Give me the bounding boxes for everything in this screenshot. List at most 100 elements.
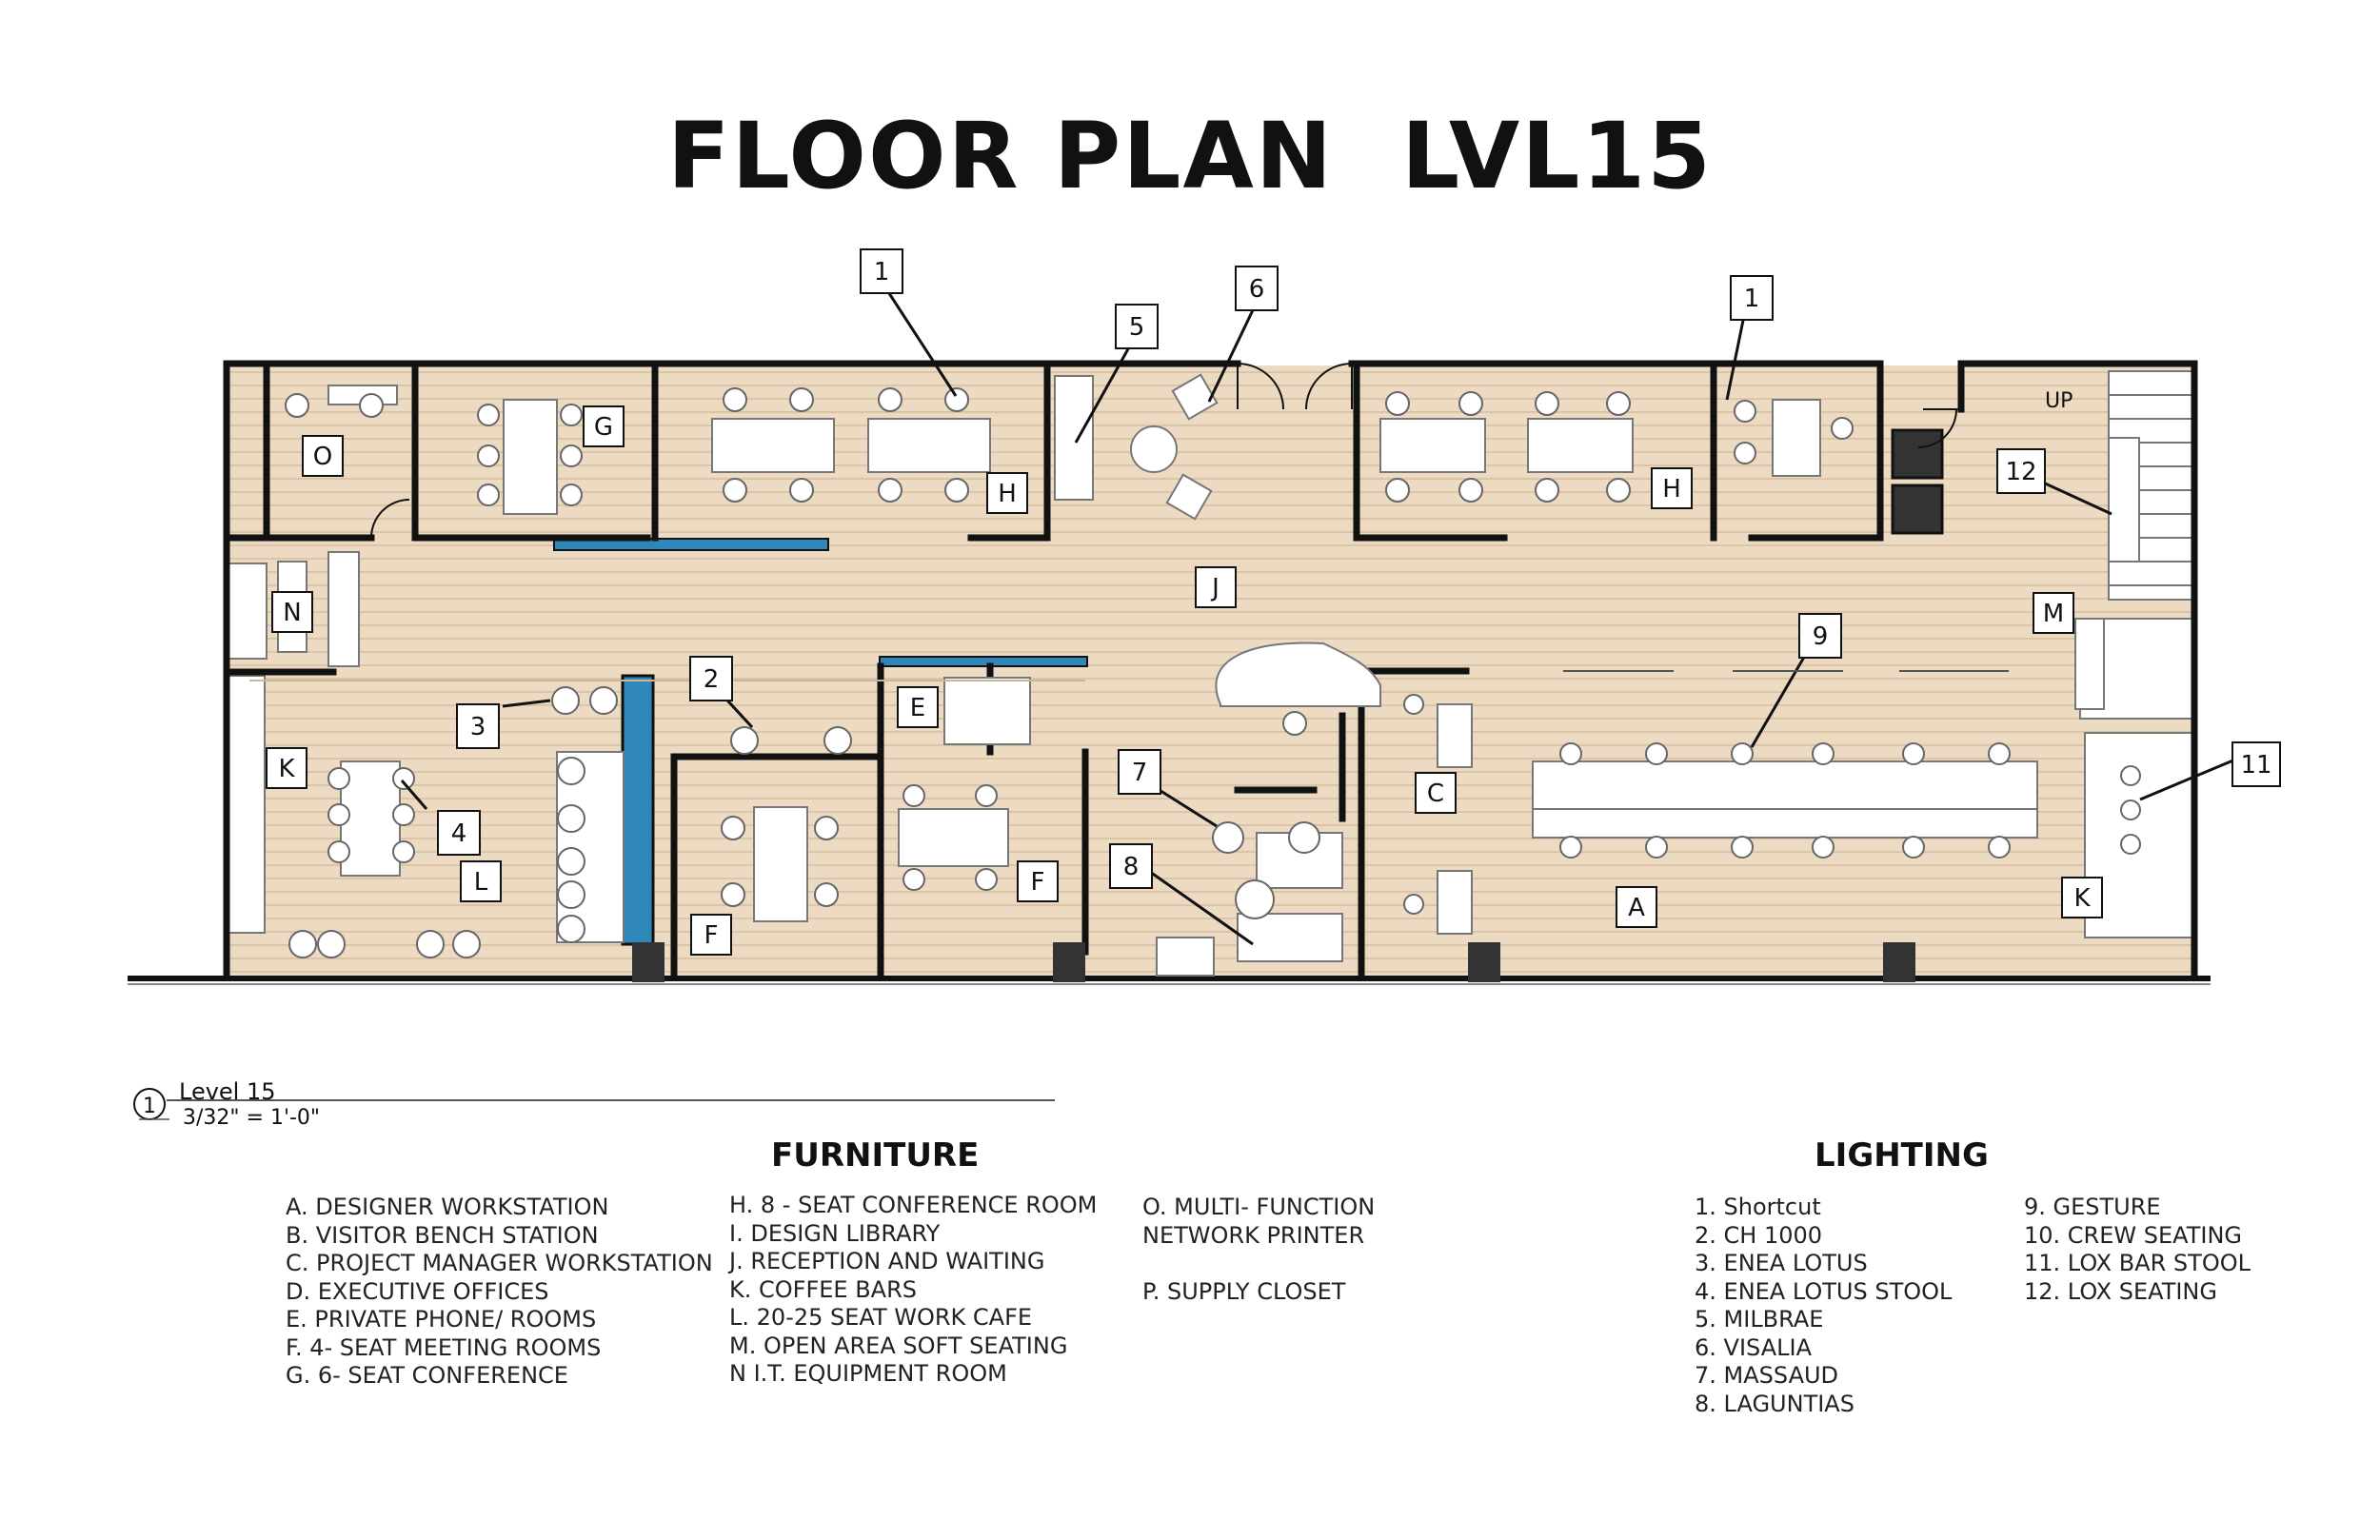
walls <box>223 360 2198 980</box>
room-tag-F1: F <box>690 914 732 956</box>
callout-c5: 5 <box>1115 304 1159 349</box>
room-tag-J-box <box>1195 566 1237 608</box>
soft-chair-1 <box>1171 373 1219 421</box>
room-tag-E-label: E <box>910 694 925 722</box>
page-title: FLOOR PLAN LVL15 <box>667 103 1713 209</box>
room-tag-L-label: L <box>474 868 488 897</box>
chairs <box>285 387 2141 958</box>
reception-desk <box>1215 642 1381 707</box>
lighting-heading: LIGHTING <box>1815 1136 1989 1175</box>
lighting-legend-item: 12. LOX SEATING <box>2024 1277 2217 1305</box>
lighting-legend-item: 10. CREW SEATING <box>2024 1221 2242 1249</box>
callout-c1a: 1 <box>860 248 903 294</box>
callout-c12-label: 12 <box>2005 458 2036 486</box>
room-tag-L: L <box>460 860 502 902</box>
room-tag-M-label: M <box>2043 600 2064 628</box>
room-tag-N: N <box>271 591 313 633</box>
lighting-legend-item: 8. LAGUNTIAS <box>1695 1390 1854 1417</box>
coffee-bar-right <box>2084 732 2195 938</box>
callout-c1a-box <box>860 248 903 294</box>
callout-c11: 11 <box>2231 741 2281 787</box>
room-tag-H2-box <box>1651 467 1693 509</box>
scale-level-label: Level 15 <box>179 1078 276 1105</box>
callout-c11-box <box>2231 741 2281 787</box>
sidebar-n-closet <box>228 563 268 660</box>
lighting-legend-item: 9. GESTURE <box>2024 1194 2161 1220</box>
room-tag-E-box <box>897 686 939 728</box>
water-wall-vertical <box>621 674 655 946</box>
stair-up-label: UP <box>2045 389 2073 413</box>
lighting-legend-item: 11. LOX BAR STOOL <box>2024 1250 2251 1276</box>
sidebar-k-counter <box>228 675 266 934</box>
callout-c8-box <box>1109 843 1153 889</box>
callout-c12-box <box>1996 448 2046 494</box>
lighting-legend-item: 4. ENEA LOTUS STOOL <box>1695 1277 1953 1305</box>
lighting-legend-item: 1. Shortcut <box>1695 1194 1821 1220</box>
callout-c1b-label: 1 <box>1744 285 1760 313</box>
callout-c1b-box <box>1730 275 1774 321</box>
dark-equipment-2 <box>1891 484 1944 535</box>
furniture-heading: FURNITURE <box>771 1136 980 1175</box>
room-tag-F1-box <box>690 914 732 956</box>
lighting-legend-item: 7. MASSAUD <box>1695 1362 1839 1389</box>
room-tag-G-box <box>583 405 625 447</box>
dark-equipment-1 <box>1891 428 1944 480</box>
furniture-legend-item: F. 4- SEAT MEETING ROOMS <box>286 1333 602 1361</box>
callout-c1b: 1 <box>1730 275 1774 321</box>
callout-c5-box <box>1115 304 1159 349</box>
round-table <box>1130 425 1178 473</box>
room-tag-A: A <box>1616 886 1657 928</box>
water-wall-top <box>553 538 829 551</box>
room-tag-H1-label: H <box>998 480 1017 508</box>
callout-c4-label: 4 <box>451 819 467 848</box>
callout-c3-label: 3 <box>470 713 486 741</box>
room-tag-J-label: J <box>1210 574 1220 602</box>
callout-c4: 4 <box>437 810 481 856</box>
furniture-legend-item: M. OPEN AREA SOFT SEATING <box>729 1332 1068 1359</box>
room-tag-F2-label: F <box>1031 868 1045 897</box>
callout-c7-box <box>1118 749 1161 795</box>
room-tag-A-label: A <box>1628 894 1645 922</box>
water-wall-e <box>879 656 1088 667</box>
furniture-legend-item: G. 6- SEAT CONFERENCE <box>286 1362 568 1389</box>
furniture-legend-item: I. DESIGN LIBRARY <box>729 1219 941 1247</box>
callout-c12: 12 <box>1996 448 2046 494</box>
callout-c3: 3 <box>456 703 500 749</box>
room-tag-J: J <box>1195 566 1237 608</box>
furniture-legend-item: L. 20-25 SEAT WORK CAFE <box>729 1304 1033 1331</box>
room-tag-H2: H <box>1651 467 1693 509</box>
furniture-legend-item: NETWORK PRINTER <box>1142 1221 1365 1249</box>
furniture-legend-item: A. DESIGNER WORKSTATION <box>286 1194 609 1220</box>
furniture-tables <box>277 375 2140 977</box>
furniture-legend-item: E. PRIVATE PHONE/ ROOMS <box>286 1306 597 1333</box>
room-tag-K2-box <box>2061 877 2103 918</box>
exterior-wall <box>128 942 2211 985</box>
room-tag-K1: K <box>266 747 307 789</box>
room-tag-M-box <box>2033 592 2074 634</box>
furniture-legend-item: N I.T. EQUIPMENT ROOM <box>729 1360 1007 1387</box>
furniture-legend-item: O. MULTI- FUNCTION <box>1142 1194 1376 1220</box>
scale-number: 1 <box>143 1095 156 1118</box>
callout-c6-box <box>1235 266 1279 311</box>
ceiling-lines <box>249 670 2009 681</box>
room-tag-H1: H <box>986 472 1028 514</box>
room-tag-O-box <box>302 435 344 477</box>
callout-c7-label: 7 <box>1132 759 1148 787</box>
room-tag-K2-label: K <box>2073 884 2091 913</box>
room-tag-E: E <box>897 686 939 728</box>
room-tag-L-box <box>460 860 502 902</box>
furniture-legend-item: C. PROJECT MANAGER WORKSTATION <box>286 1250 713 1276</box>
furniture-legend-item: K. COFFEE BARS <box>729 1275 918 1303</box>
callout-c9-box <box>1798 613 1842 659</box>
furniture-legend-item: J. RECEPTION AND WAITING <box>729 1248 1045 1274</box>
room-tag-G: G <box>583 405 625 447</box>
room-tag-K2: K <box>2061 877 2103 918</box>
callout-c6-label: 6 <box>1249 275 1265 304</box>
room-tag-C-label: C <box>1427 780 1444 808</box>
